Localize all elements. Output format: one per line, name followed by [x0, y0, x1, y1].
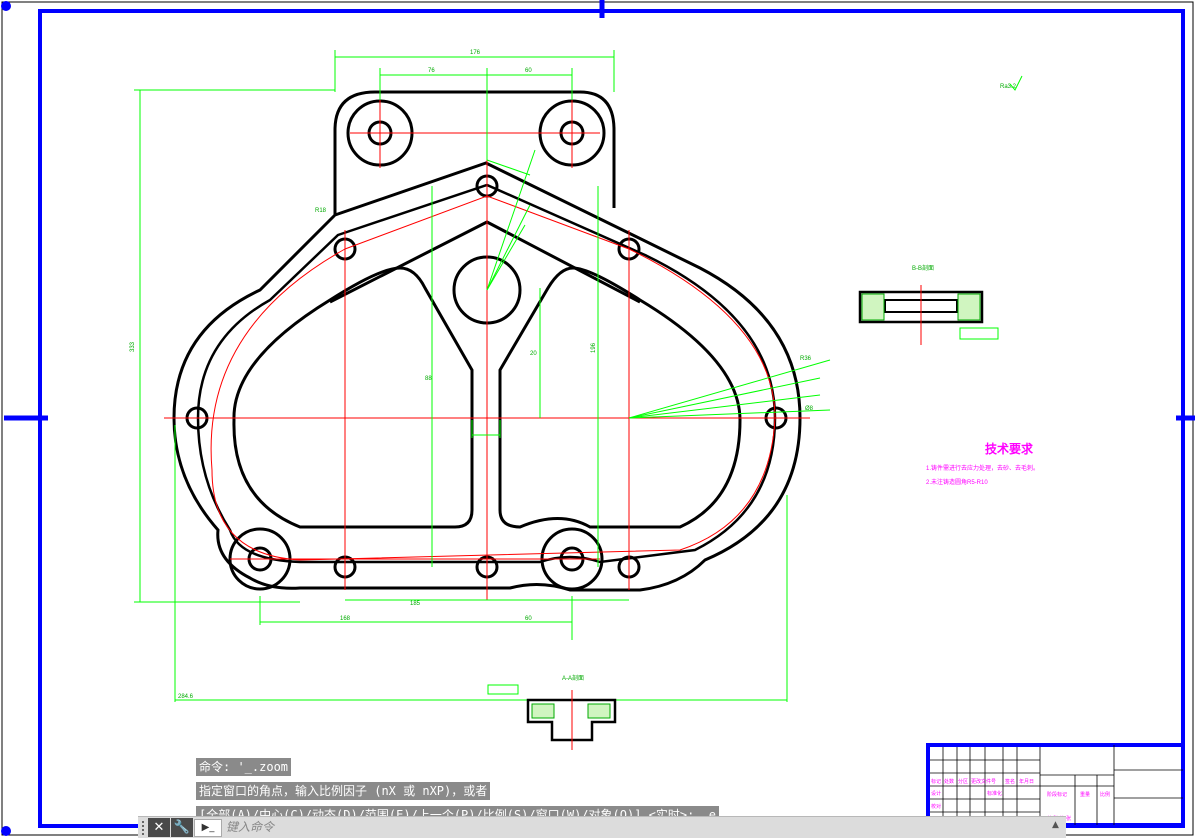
command-history-line: 命令: '_.zoom [196, 758, 292, 776]
section-view-a[interactable]: A-A剖面 [487, 674, 617, 750]
grip-handle[interactable] [142, 821, 148, 835]
dim-top-right: 60 [525, 68, 532, 74]
tb-weight: 重量 [1080, 791, 1090, 798]
dim-bottom-mid: 185 [410, 601, 421, 607]
prompt-icon[interactable]: ▶_ [194, 819, 222, 837]
tech-requirements: 技术要求 1.铸件需进行去应力处理，去砂、去毛刺。 2.未注铸造圆角R5-R10 [926, 441, 1039, 486]
dim-bottom-right: 60 [525, 616, 532, 622]
command-input[interactable] [226, 818, 1046, 836]
tech-req-1: 1.铸件需进行去应力处理，去砂、去毛刺。 [926, 464, 1039, 472]
scroll-up-icon[interactable]: ▲ [1052, 820, 1059, 830]
section-label-a: A-A剖面 [562, 674, 584, 682]
tb-material: 阶段标记 [1047, 791, 1067, 798]
dim-top-width: 176 [470, 50, 481, 56]
frame-corner-tl [1, 1, 11, 11]
dim-height-left: 333 [130, 341, 136, 352]
dimension-texts: 176 76 60 333 196 168 185 60 284.6 R36 R… [130, 50, 814, 700]
tech-req-2: 2.未注铸造圆角R5-R10 [926, 478, 988, 486]
tb-col1: 设计 [931, 790, 941, 797]
tech-title: 技术要求 [985, 441, 1034, 456]
tb-date: 年月日 [1019, 778, 1034, 785]
command-history-line: 指定窗口的角点，输入比例因子 (nX 或 nXP)，或者 [196, 782, 491, 800]
dim-hole-d: Ø8 [805, 406, 814, 412]
tb-doc: 更改文件号 [971, 778, 996, 785]
dimension-lines [134, 50, 831, 702]
dim-top-left: 76 [428, 68, 435, 74]
title-block[interactable]: 标记 处数 分区 更改文件号 签名 年月日 标准化 设计 校对 审核 阶段标记 … [926, 743, 1185, 827]
tb-std: 标准化 [987, 790, 1002, 797]
tb-scale: 比例 [1100, 791, 1110, 798]
tb-sign: 签名 [1005, 778, 1015, 785]
center-lines [164, 98, 810, 600]
close-icon[interactable]: ✕ [148, 818, 170, 837]
tb-zone: 分区 [958, 778, 968, 785]
tb-count: 处数 [944, 778, 954, 785]
tb-mark: 标记 [931, 778, 941, 785]
svg-text:Ra3.2: Ra3.2 [1000, 84, 1017, 90]
dim-r-mid: R18 [315, 208, 327, 214]
roughness-symbol: Ra3.2 [1000, 75, 1023, 91]
section-view-b[interactable]: B-B剖面 [858, 264, 999, 345]
command-line-bar[interactable]: ✕ 🔧 ▶_ ▲ [138, 816, 1066, 838]
frame-corner-bl [1, 826, 11, 836]
dim-bottom-left: 168 [340, 616, 351, 622]
dim-inner-a: 20 [530, 351, 537, 357]
section-label-b: B-B剖面 [912, 264, 934, 272]
dim-overall: 284.6 [178, 694, 194, 700]
dim-r-outer: R36 [800, 356, 812, 362]
dim-inner-b: 88 [425, 376, 432, 382]
dim-height-inner: 196 [591, 342, 597, 353]
tb-col2: 校对 [931, 803, 941, 810]
wrench-icon[interactable]: 🔧 [171, 818, 193, 837]
